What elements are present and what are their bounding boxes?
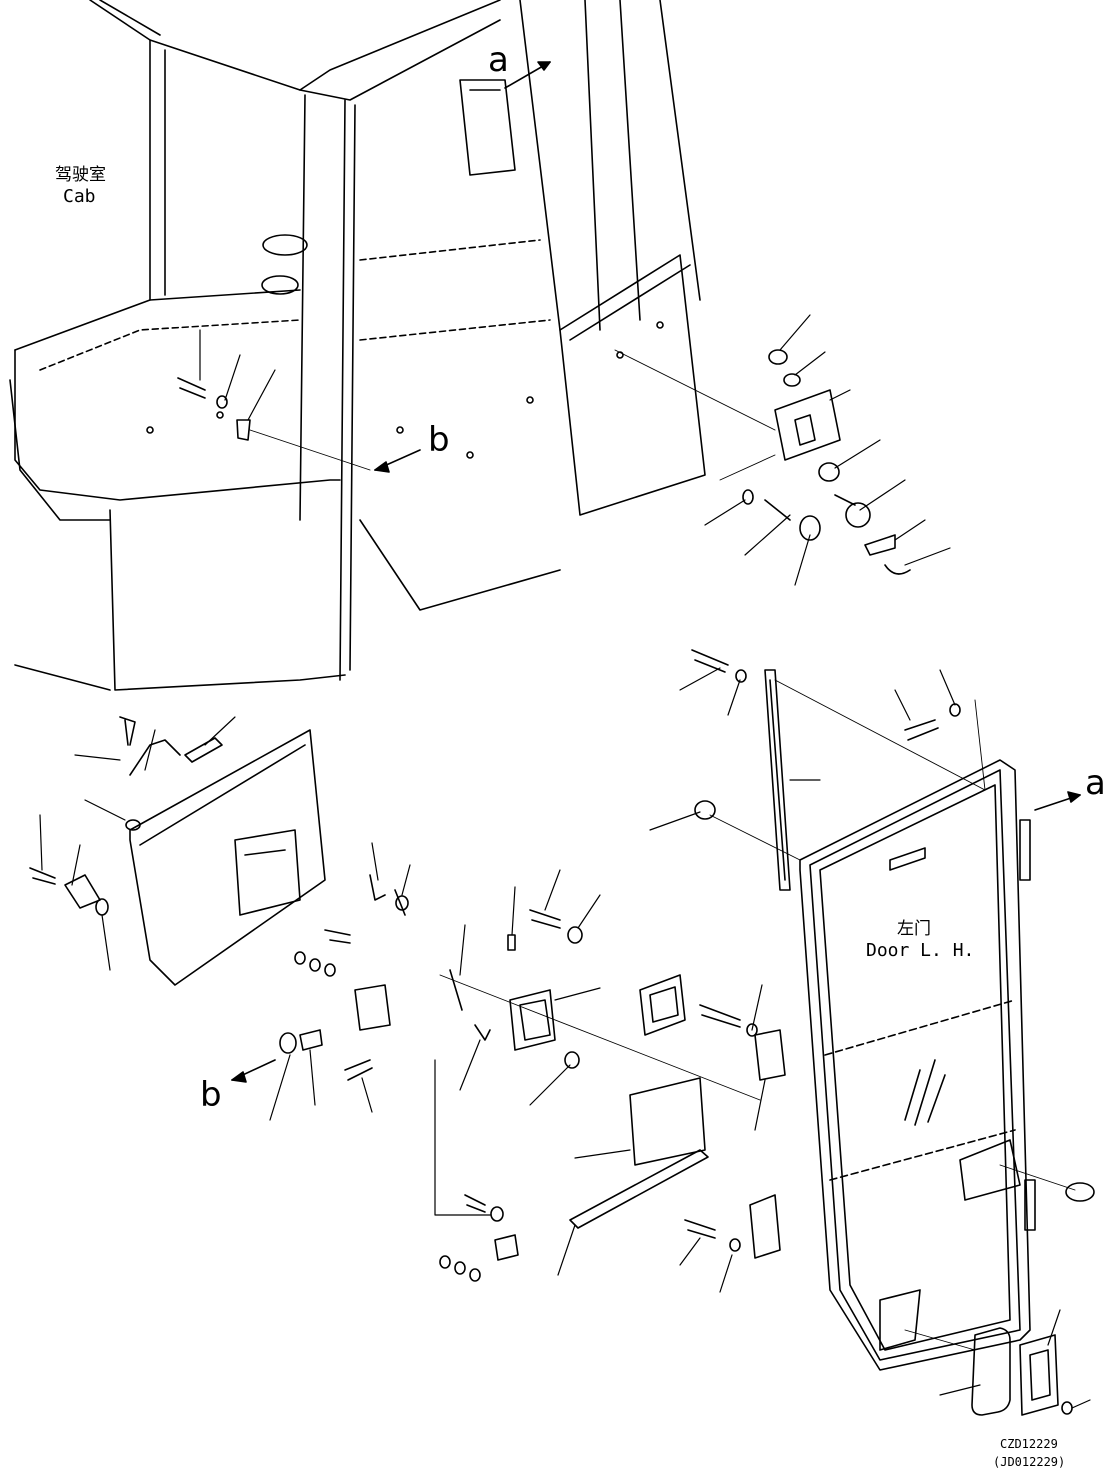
view-marker-b-middle: b [428, 420, 450, 460]
view-marker-a-top: a [488, 40, 509, 80]
parts [29, 349, 1095, 1416]
cab-frame [9, 0, 706, 691]
view-marker-a-right: a [1085, 763, 1106, 803]
door-left-hand [799, 759, 1036, 1371]
door-label-english: Door L. H. [866, 940, 975, 961]
cab-label-english: Cab [63, 186, 96, 207]
cab-label-chinese: 驾驶室 [55, 165, 106, 185]
drawing-code: CZD12229 [1000, 1437, 1058, 1451]
view-marker-b-left: b [200, 1075, 222, 1115]
leader-lines [39, 314, 1091, 1409]
direction-arrows [231, 61, 1081, 1083]
drawing-code-alt: (JD012229) [993, 1455, 1066, 1469]
door-inner-panel [129, 729, 326, 986]
door-label-chinese: 左门 [897, 919, 931, 939]
